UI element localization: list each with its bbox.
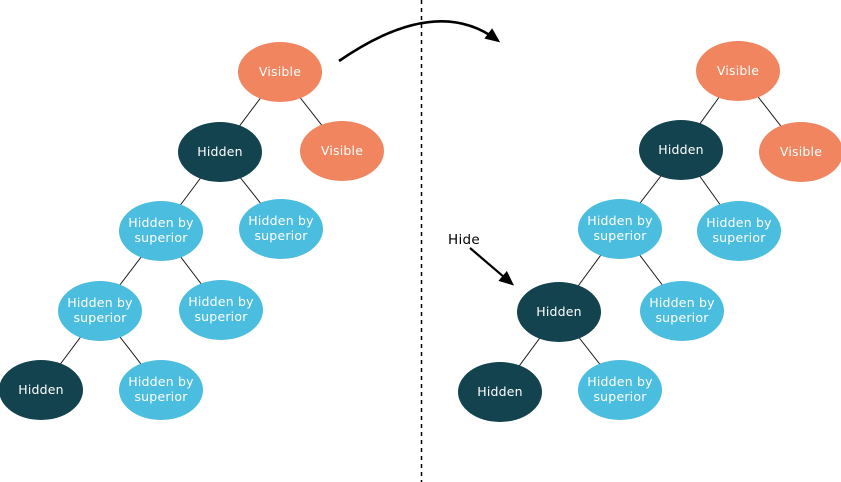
node-label: Hidden by superior — [188, 294, 254, 324]
tree-node-hidden-by-superior: Hidden by superior — [179, 280, 263, 340]
node-label: Hidden — [536, 303, 582, 319]
tree-node-visible: Visible — [696, 41, 780, 101]
node-label: Hidden — [477, 383, 523, 399]
node-label: Hidden by superior — [706, 215, 772, 245]
tree-node-hidden: Hidden — [458, 362, 542, 422]
tree-node-hidden-by-superior: Hidden by superior — [58, 281, 142, 341]
tree-node-hidden-by-superior: Hidden by superior — [578, 360, 662, 420]
node-label: Hidden by superior — [128, 374, 194, 404]
node-label: Visible — [779, 143, 823, 159]
tree-node-hidden-hide-target: Hidden — [517, 282, 601, 342]
tree-node-hidden-by-superior: Hidden by superior — [239, 199, 323, 259]
node-label: Visible — [258, 63, 302, 79]
tree-node-visible: Visible — [759, 122, 841, 182]
tree-node-hidden: Hidden — [0, 360, 83, 420]
transition-arrow — [338, 20, 501, 63]
tree-node-hidden-by-superior: Hidden by superior — [578, 199, 662, 259]
node-label: Hidden — [18, 381, 64, 397]
node-label: Hidden by superior — [128, 215, 194, 245]
node-label: Visible — [716, 62, 760, 78]
node-label: Hidden by superior — [649, 295, 715, 325]
hide-label: Hide — [448, 232, 480, 248]
tree-node-hidden: Hidden — [639, 120, 723, 180]
tree-node-hidden-by-superior: Hidden by superior — [119, 360, 203, 420]
tree-node-hidden: Hidden — [178, 122, 262, 182]
tree-node-visible: Visible — [300, 121, 384, 181]
tree-node-hidden-by-superior: Hidden by superior — [697, 201, 781, 261]
tree-node-hidden-by-superior: Hidden by superior — [640, 281, 724, 341]
node-label: Hidden — [197, 143, 243, 159]
node-label: Visible — [320, 142, 364, 158]
node-label: Hidden by superior — [67, 295, 133, 325]
node-label: Hidden by superior — [587, 213, 653, 243]
tree-node-hidden-by-superior: Hidden by superior — [119, 201, 203, 261]
node-label: Hidden by superior — [587, 374, 653, 404]
tree-node-visible: Visible — [238, 42, 322, 102]
hide-arrow — [469, 247, 515, 286]
node-label: Hidden by superior — [248, 213, 314, 243]
node-label: Hidden — [658, 141, 704, 157]
